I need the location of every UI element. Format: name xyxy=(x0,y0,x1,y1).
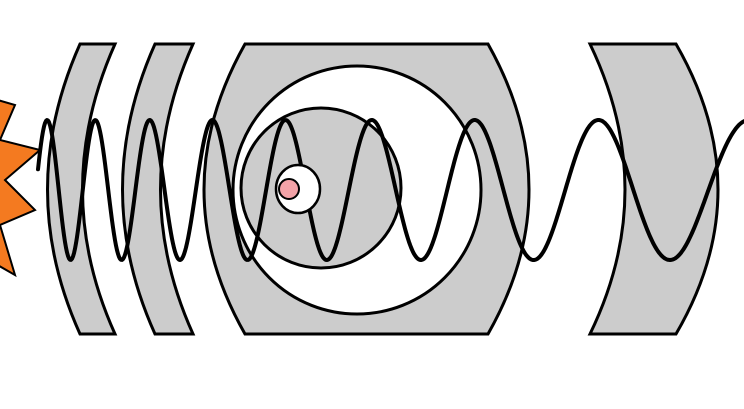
starburst-icon xyxy=(0,99,43,278)
wave-line xyxy=(36,118,744,262)
left-arc-2 xyxy=(121,42,196,336)
right-arc xyxy=(587,42,720,336)
particle xyxy=(278,178,300,200)
